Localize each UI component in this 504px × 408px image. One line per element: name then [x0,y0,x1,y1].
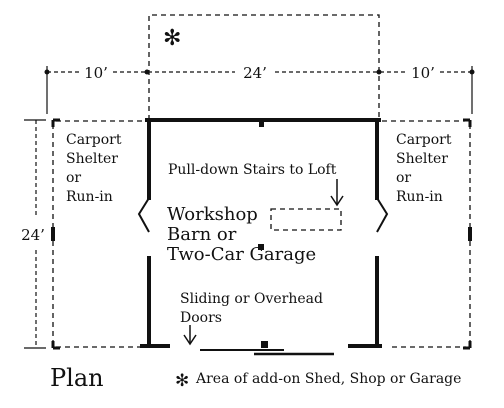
addon-area-outline [148,14,380,120]
stairs-arrow [330,179,344,207]
dimension-center-width: 24’ [243,64,267,82]
doors-arrow [183,325,197,346]
plan-title: Plan [50,364,104,392]
depth-dimension-line [24,119,46,349]
addon-legend-marker: ✻ [175,371,189,391]
dimension-ticks [44,69,475,75]
dimension-depth: 24’ [21,226,45,244]
addon-legend-text: Area of add-on Shed, Shop or Garage [195,371,461,387]
dimension-left-width: 10’ [84,64,108,82]
pull-down-stairs-label: Pull-down Stairs to Loft [168,162,337,178]
dimension-right-width: 10’ [411,64,435,82]
sliding-doors [200,349,334,356]
workshop-label: Workshop Barn or Two-Car Garage [167,204,316,265]
side-door-left [137,197,150,233]
right-carport-label: Carport Shelter or Run-in [396,132,456,205]
left-carport-label: Carport Shelter or Run-in [66,132,126,205]
doors-label: Sliding or Overhead Doors [180,291,327,326]
main-building-walls [140,118,382,348]
side-door-right [376,197,389,233]
pull-down-stairs-outline [270,208,342,231]
addon-area-marker: ✻ [163,26,181,51]
